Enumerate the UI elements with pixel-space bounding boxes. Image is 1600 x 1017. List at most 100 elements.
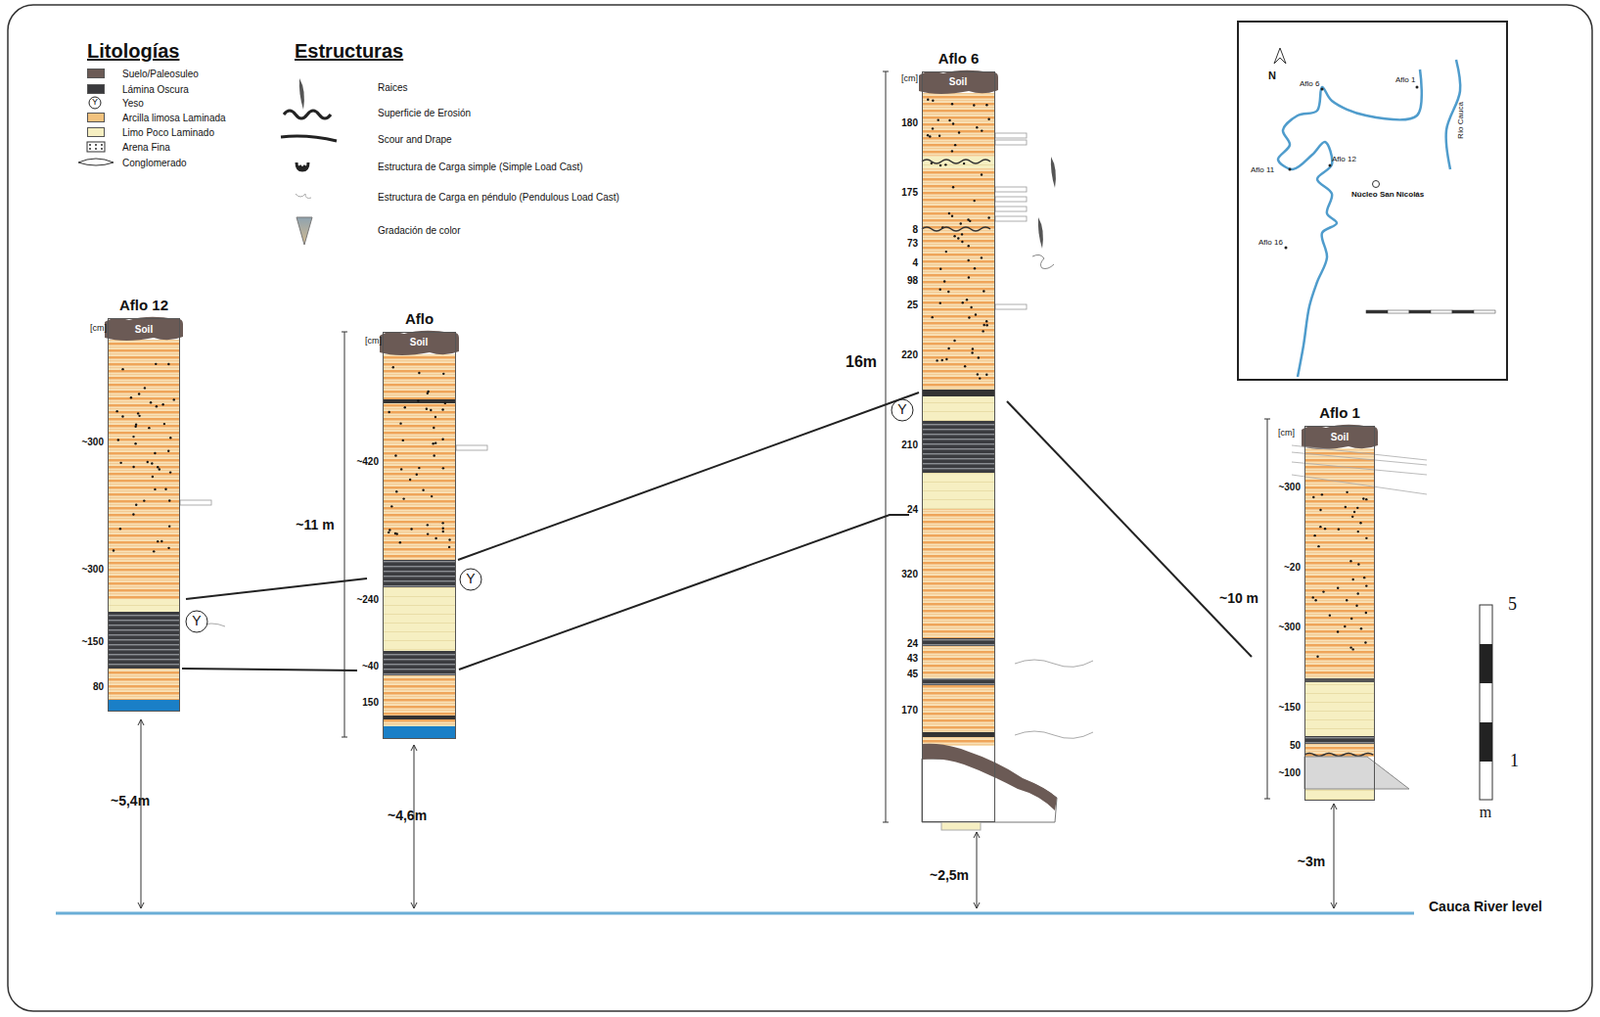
dimension-line	[137, 719, 144, 909]
thickness-label: ~10 m	[1219, 591, 1259, 606]
yeso-mark: Y	[91, 97, 98, 108]
river-level-line	[55, 912, 1415, 915]
column-title: Aflo 6	[938, 49, 980, 67]
thickness-label: 45	[907, 668, 918, 680]
yeso-symbol	[185, 610, 208, 633]
thickness-label: ~150	[81, 636, 104, 647]
column-title: Aflo 12	[119, 296, 169, 314]
thickness-label: ~300	[1278, 621, 1301, 633]
legend-heading: Estructuras	[294, 40, 404, 62]
map-label: Aflo 12	[1331, 154, 1357, 164]
dimension-line	[411, 744, 417, 909]
legend-symbols	[280, 110, 337, 199]
annotation: [cm]	[1278, 428, 1295, 439]
legend-swatch	[87, 112, 105, 123]
thickness-label: 170	[901, 704, 918, 716]
legend-swatch	[87, 127, 105, 138]
dimension-line	[1330, 803, 1337, 909]
annotation: [cm]	[901, 74, 918, 85]
thickness-label: 24	[907, 503, 918, 515]
annotation: [cm]	[365, 336, 382, 347]
legend-text: Estructura de Carga en péndulo (Pendulou…	[377, 191, 620, 203]
correlation-line	[182, 668, 358, 671]
legend-text: Limo Poco Laminado	[122, 127, 215, 138]
thickness-label: ~3m	[1297, 854, 1326, 869]
legend-text: Gradación de color	[377, 225, 461, 236]
thickness-label: 25	[907, 299, 918, 311]
thickness-label: ~5,4m	[110, 793, 150, 809]
thickness-label: 320	[901, 568, 918, 580]
location-map: NAflo 6Aflo 1Aflo 11Aflo 12Núcleo San Ni…	[1236, 20, 1509, 381]
strat-column: Aflo 6	[921, 71, 996, 823]
strat-column: Aflo 12	[107, 318, 181, 712]
yeso-mark: Y	[897, 402, 907, 417]
yeso-symbol	[459, 568, 482, 591]
yeso-symbol	[89, 96, 101, 109]
column-title: Aflo 1	[1319, 404, 1361, 421]
legend-text: Lámina Oscura	[122, 84, 189, 95]
dimension-line	[341, 331, 348, 737]
strat-column	[379, 330, 459, 739]
soil-label: Soil	[1330, 431, 1349, 443]
correlation-line	[457, 392, 919, 560]
thickness-label: 180	[901, 117, 918, 129]
legend-text: Superficie de Erosión	[377, 107, 471, 119]
legend-text: Conglomerado	[122, 157, 187, 169]
map-label: Núcleo San Nicolás	[1351, 189, 1424, 199]
soil-label: Soil	[949, 76, 967, 88]
scale-label: m	[1479, 803, 1492, 822]
legend-text: Yeso	[122, 97, 144, 109]
thickness-label: ~40	[362, 660, 379, 672]
legend-text: Estructura de Carga simple (Simple Load …	[377, 161, 584, 173]
thickness-label: ~20	[1283, 561, 1301, 573]
thickness-label: 50	[1289, 739, 1301, 751]
strat-column: Aflo 1	[1304, 425, 1375, 801]
map-label: Aflo 6	[1299, 79, 1320, 89]
map-label: Aflo 16	[1258, 237, 1283, 247]
thickness-label: 210	[901, 439, 918, 451]
legend-text: Arcilla limosa Laminada	[122, 112, 227, 124]
dimension-line	[1264, 418, 1271, 799]
soil-label: Soil	[410, 336, 428, 348]
thickness-label: ~150	[1278, 701, 1301, 713]
thickness-label: 43	[907, 652, 918, 664]
legend-text: Scour and Drape	[377, 134, 453, 145]
thickness-label: ~300	[1278, 481, 1301, 493]
thickness-label: ~420	[356, 456, 379, 467]
scale-label: 5	[1508, 594, 1517, 615]
legend-swatch	[87, 68, 105, 79]
thickness-label: ~2,5m	[929, 868, 969, 883]
thickness-label: ~240	[356, 594, 379, 605]
thickness-label: 175	[901, 186, 918, 198]
thickness-label: 220	[901, 349, 918, 361]
thickness-label: 150	[362, 696, 379, 708]
strat-column	[918, 70, 999, 746]
thickness-label: 24	[907, 638, 918, 649]
correlation-line	[1006, 401, 1252, 657]
dimension-line	[973, 831, 980, 909]
correlation-line	[458, 514, 910, 670]
map-label: Aflo 1	[1395, 75, 1416, 85]
thickness-label: 16m	[845, 353, 877, 371]
thickness-label: Cauca River level	[1428, 899, 1543, 915]
yeso-mark: Y	[191, 613, 201, 629]
annotation: [cm]	[90, 323, 107, 334]
thickness-label: ~300	[81, 563, 104, 575]
legend-swatch	[87, 84, 105, 94]
thickness-label: 4	[912, 257, 918, 269]
legend-heading: Litologías	[87, 40, 180, 62]
correlation-line	[185, 578, 367, 599]
thickness-label: ~100	[1278, 767, 1301, 778]
thickness-label: 8	[912, 224, 918, 235]
dimension-line	[882, 71, 889, 823]
scale-label: 1	[1509, 751, 1519, 772]
strat-column	[104, 317, 183, 712]
strat-column	[1301, 424, 1378, 801]
soil-label: Soil	[135, 323, 153, 335]
thickness-label: 73	[907, 237, 918, 249]
yeso-mark: Y	[465, 571, 475, 587]
thickness-label: 80	[92, 681, 104, 692]
legend-text: Suelo/Paleosuleo	[122, 68, 199, 80]
thickness-label: ~11 m	[295, 517, 334, 533]
